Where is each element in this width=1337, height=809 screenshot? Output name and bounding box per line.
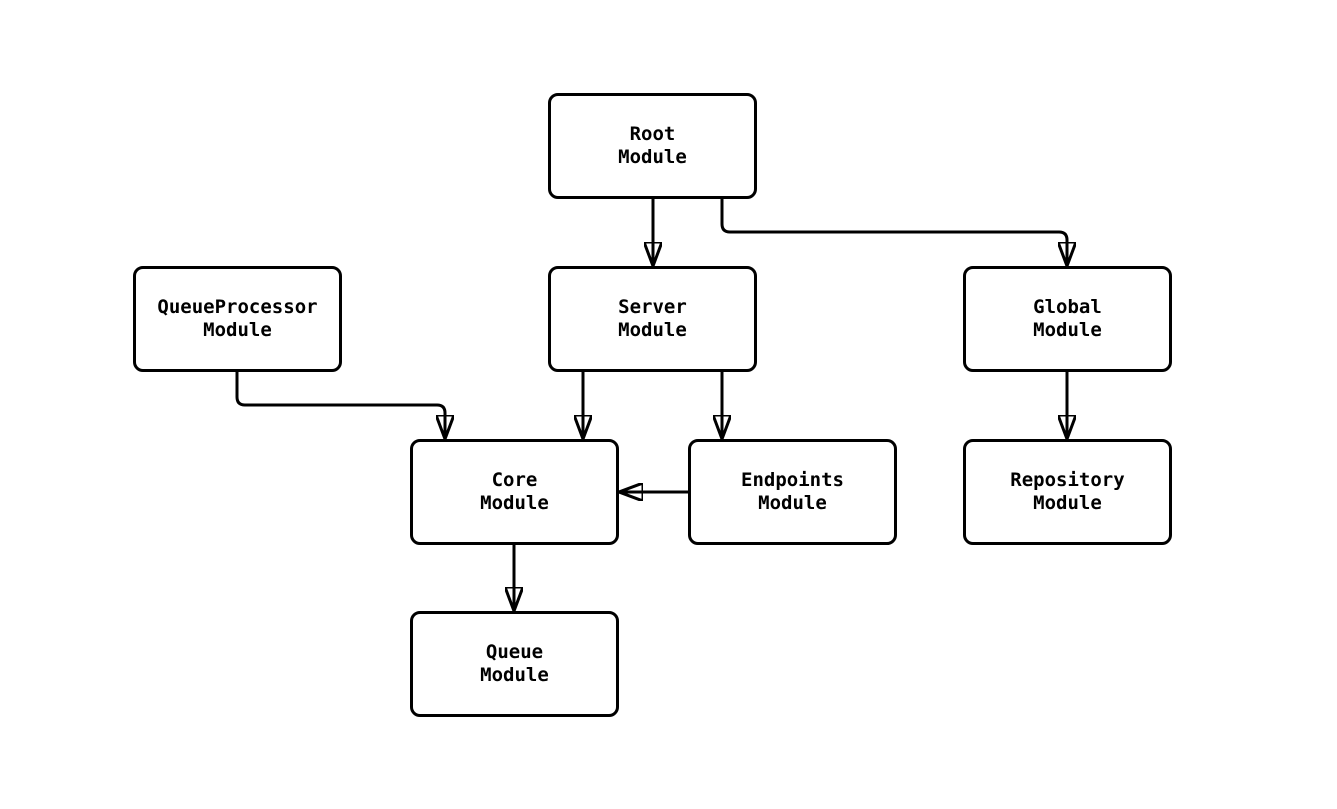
node-label-line2: Module <box>203 319 272 341</box>
node-root-module: Root Module <box>548 93 757 199</box>
node-label-line1: Global <box>1033 296 1102 318</box>
node-label-line2: Module <box>480 664 549 686</box>
node-label-line1: Queue <box>485 641 544 663</box>
node-label-line1: Core <box>491 469 538 491</box>
node-queueprocessor-module: QueueProcessor Module <box>133 266 342 372</box>
node-label-line2: Module <box>1033 319 1102 341</box>
node-queue-module: Queue Module <box>410 611 619 717</box>
node-endpoints-module: Endpoints Module <box>688 439 897 545</box>
node-label-line2: Module <box>618 146 687 168</box>
node-label-line1: Endpoints <box>741 469 844 491</box>
node-label-line1: Root <box>629 123 676 145</box>
node-label-line1: Repository <box>1010 469 1125 491</box>
node-label-line2: Module <box>480 492 549 514</box>
node-label-line1: Server <box>618 296 687 318</box>
node-label-line2: Module <box>618 319 687 341</box>
node-label-line1: QueueProcessor <box>157 296 318 318</box>
node-global-module: Global Module <box>963 266 1172 372</box>
node-label-line2: Module <box>758 492 827 514</box>
node-server-module: Server Module <box>548 266 757 372</box>
node-core-module: Core Module <box>410 439 619 545</box>
edge-root-to-global <box>720 199 1067 264</box>
node-repository-module: Repository Module <box>963 439 1172 545</box>
node-label-line2: Module <box>1033 492 1102 514</box>
edge-queueprocessor-to-core <box>235 372 445 437</box>
